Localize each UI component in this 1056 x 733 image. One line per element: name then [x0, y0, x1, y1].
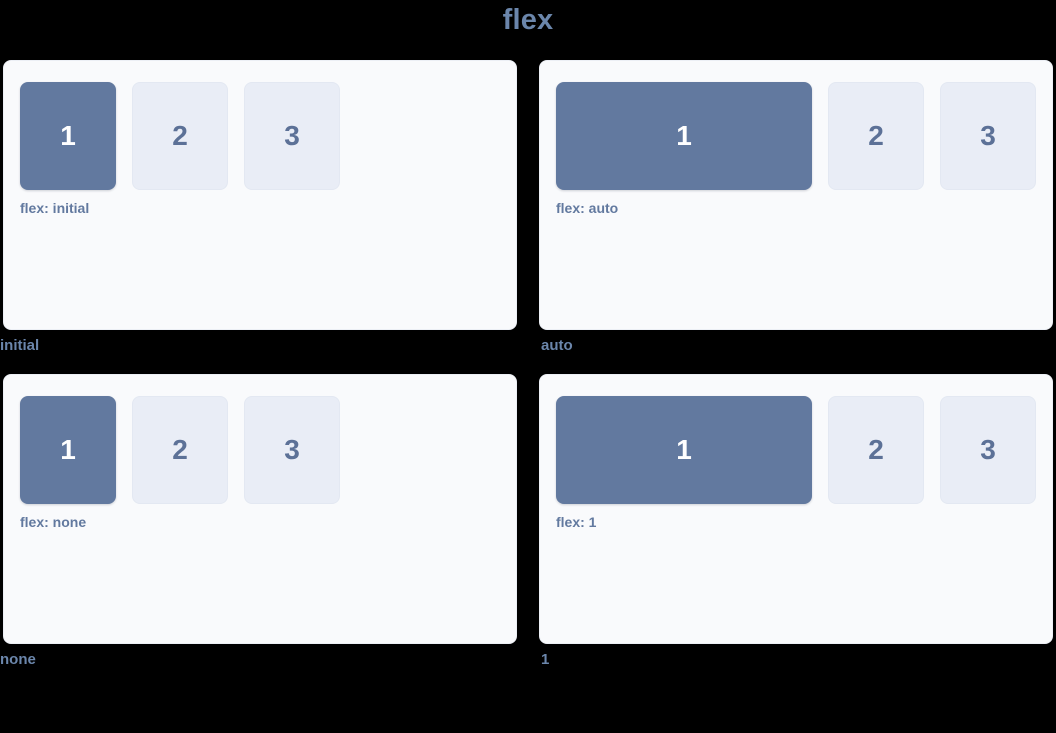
- demo-label-one: 1: [541, 651, 550, 668]
- flex-item-3: 3: [244, 396, 340, 504]
- flex-item-3: 3: [940, 396, 1036, 504]
- demo-cell-none: 1 2 3 flex: none none: [0, 374, 517, 668]
- flex-item-3-label: 3: [980, 120, 996, 151]
- flex-item-3-label: 3: [284, 434, 300, 465]
- flex-item-1-label: 1: [676, 120, 692, 151]
- flex-item-1-label: 1: [676, 434, 692, 465]
- flex-item-3: 3: [940, 82, 1036, 190]
- demo-cell-initial: 1 2 3 flex: initial initial: [0, 60, 517, 354]
- demo-card-one: 1 2 3 flex: 1: [539, 374, 1053, 644]
- flex-item-1: 1: [20, 396, 116, 504]
- demo-label-auto: auto: [541, 337, 573, 354]
- demo-caption-initial: flex: initial: [20, 200, 90, 216]
- flex-item-2-label: 2: [172, 434, 188, 465]
- demo-card-auto: 1 2 3 flex: auto: [539, 60, 1053, 330]
- flex-item-2: 2: [828, 396, 924, 504]
- flex-item-1: 1: [556, 82, 812, 190]
- flex-item-2: 2: [132, 396, 228, 504]
- flex-item-2-label: 2: [868, 120, 884, 151]
- demo-cell-one: 1 2 3 flex: 1 1: [539, 374, 1053, 668]
- flex-container-auto: 1 2 3: [556, 82, 1036, 190]
- flex-item-3-label: 3: [980, 434, 996, 465]
- flex-item-2-label: 2: [172, 120, 188, 151]
- flex-item-2: 2: [132, 82, 228, 190]
- demo-caption-one: flex: 1: [556, 514, 597, 530]
- demo-label-initial: initial: [0, 337, 40, 354]
- demo-grid: 1 2 3 flex: initial initial 1: [0, 60, 1056, 668]
- demo-caption-auto: flex: auto: [556, 200, 619, 216]
- page-title: flex: [502, 4, 554, 36]
- flex-item-2: 2: [828, 82, 924, 190]
- flex-item-3-label: 3: [284, 120, 300, 151]
- flex-item-3: 3: [244, 82, 340, 190]
- flex-item-2-label: 2: [868, 434, 884, 465]
- flex-item-1: 1: [20, 82, 116, 190]
- flex-container-none: 1 2 3: [20, 396, 500, 504]
- flex-item-1-label: 1: [60, 120, 76, 151]
- demo-caption-none: flex: none: [20, 514, 87, 530]
- flex-item-1-label: 1: [60, 434, 76, 465]
- flex-container-initial: 1 2 3: [20, 82, 500, 190]
- demo-cell-auto: 1 2 3 flex: auto auto: [539, 60, 1053, 354]
- demo-label-none: none: [0, 651, 36, 668]
- flex-item-1: 1: [556, 396, 812, 504]
- demo-card-none: 1 2 3 flex: none: [3, 374, 517, 644]
- flex-container-one: 1 2 3: [556, 396, 1036, 504]
- demo-card-initial: 1 2 3 flex: initial: [3, 60, 517, 330]
